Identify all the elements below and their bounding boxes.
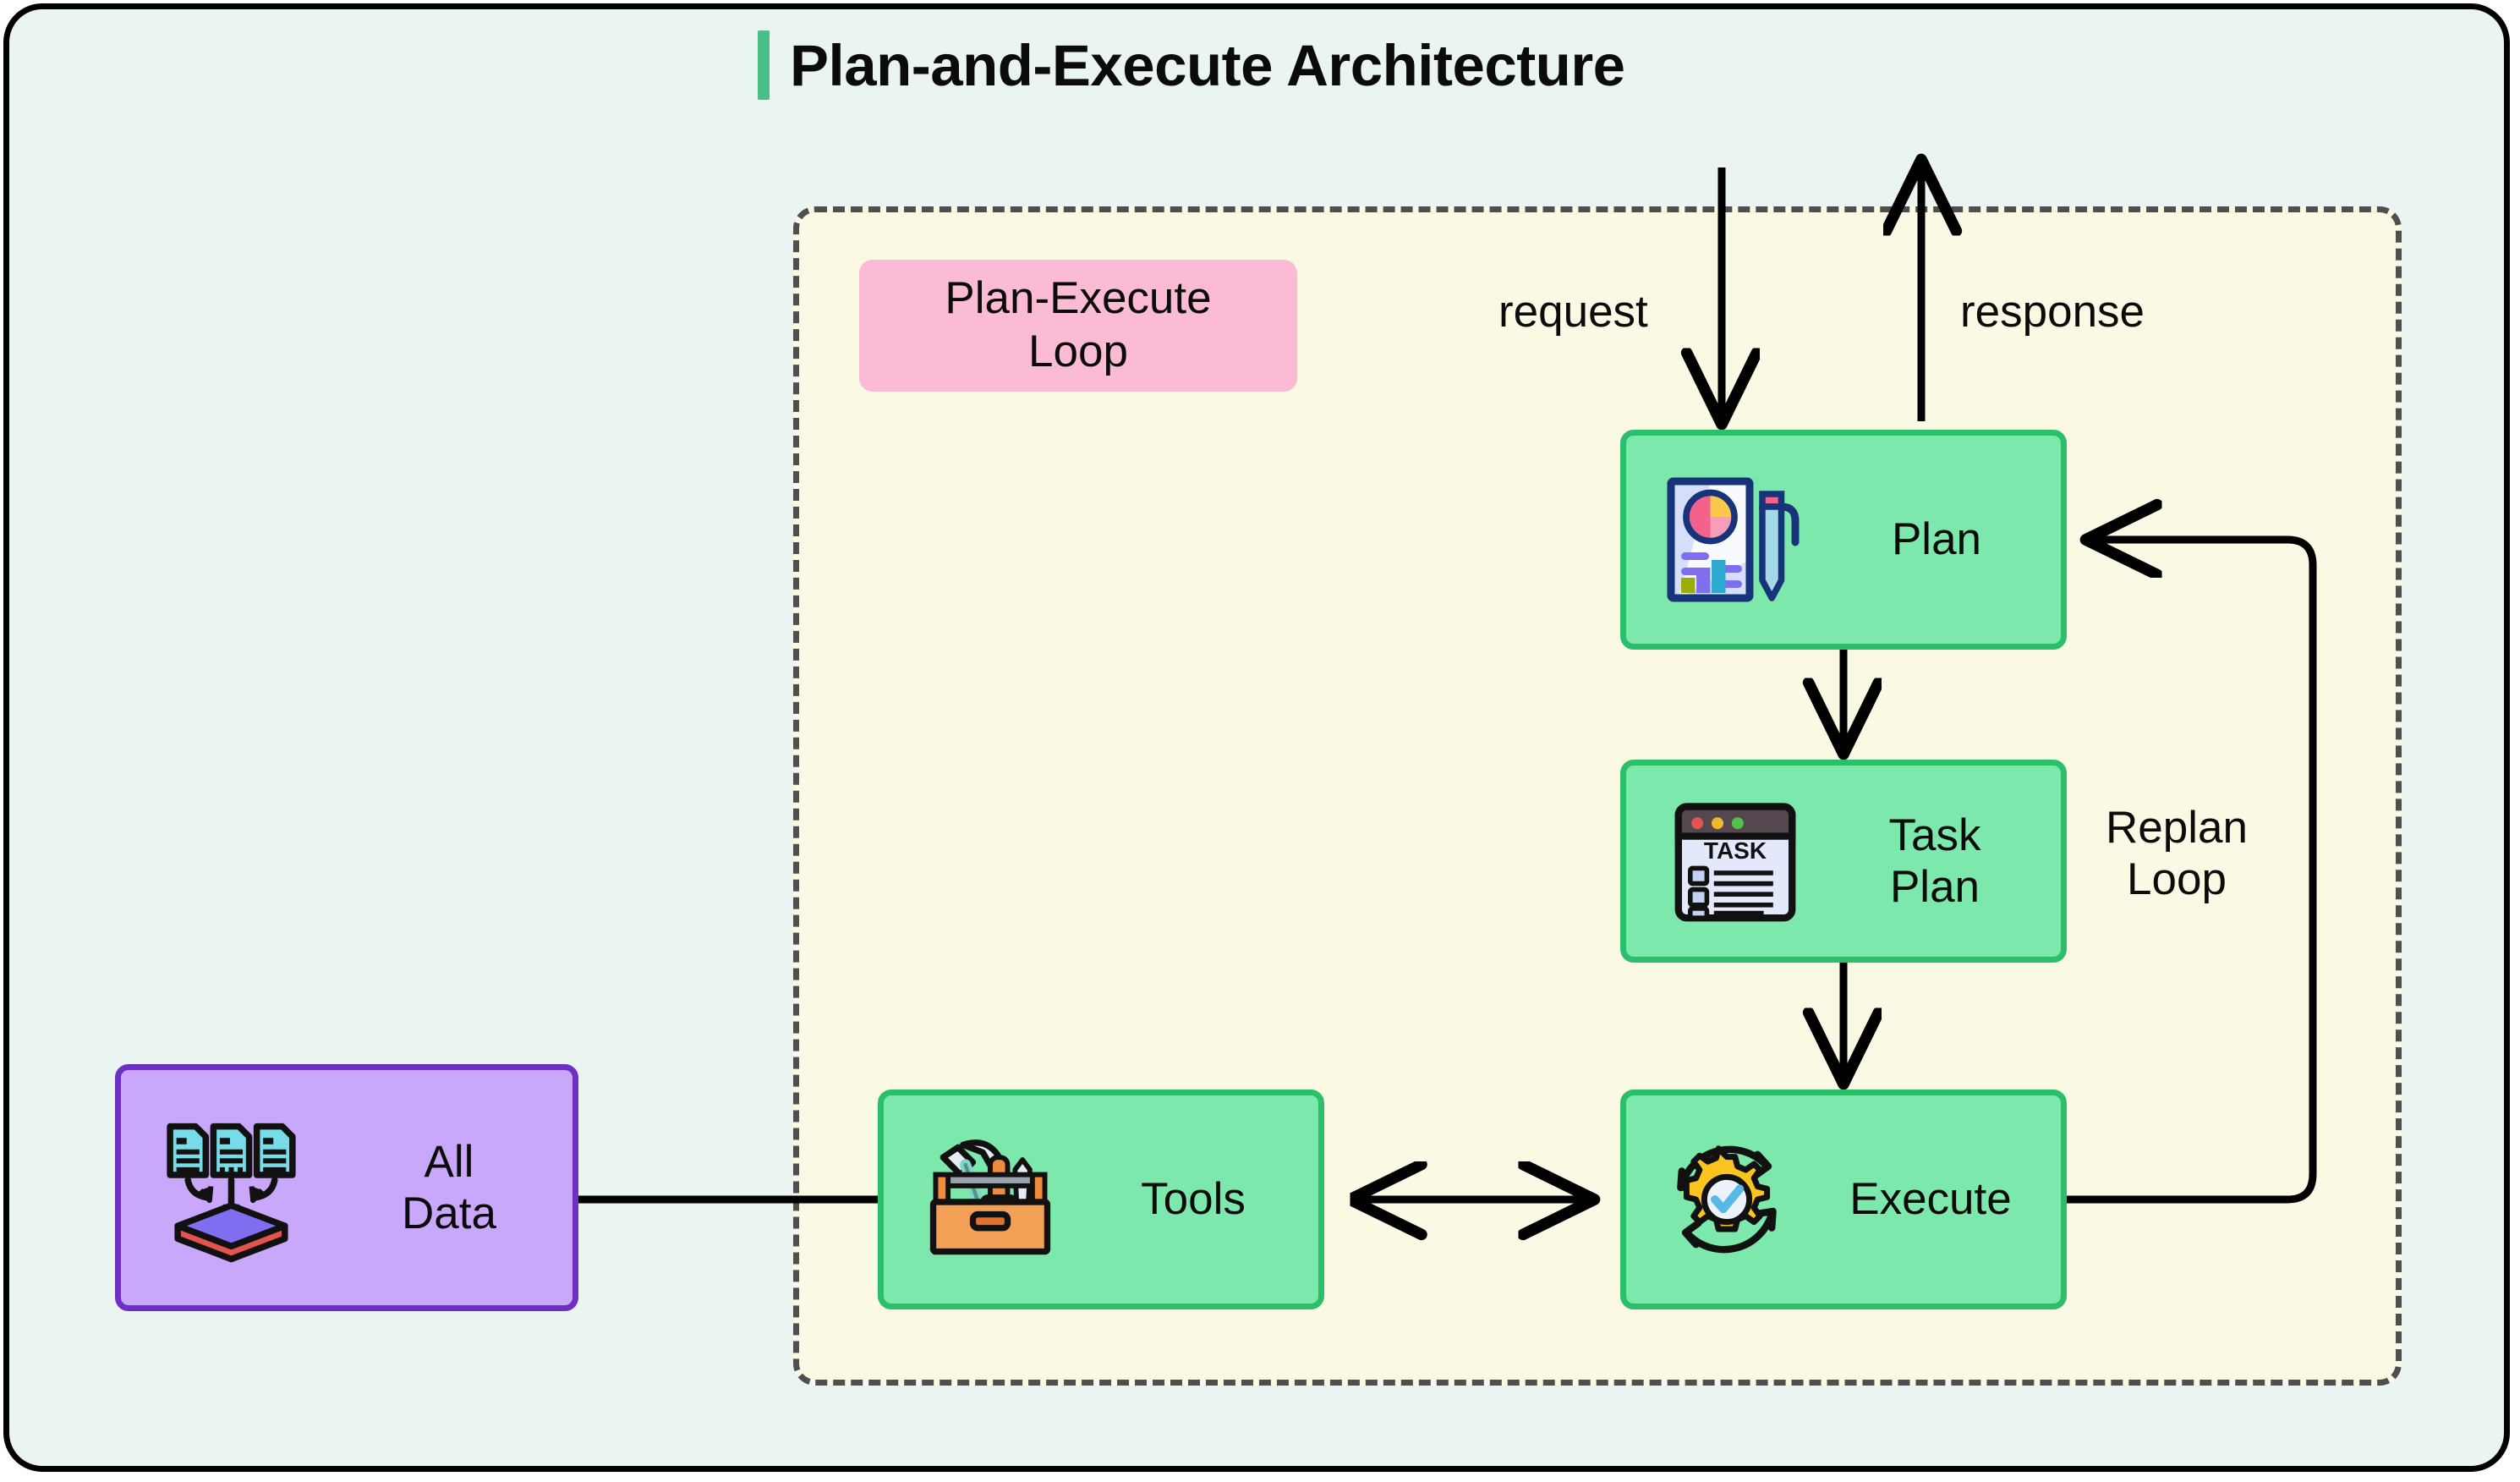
title-accent-bar xyxy=(758,30,770,100)
plan-execute-loop-label-text: Plan-Execute Loop xyxy=(945,273,1212,376)
node-all-data[interactable]: All Data xyxy=(115,1064,578,1311)
edge-label-response: response xyxy=(1960,287,2145,337)
node-task-plan[interactable]: TASK Task Plan xyxy=(1620,760,2067,963)
page-title: Plan-and-Execute Architecture xyxy=(758,30,1625,100)
document-chart-pen-icon xyxy=(1650,464,1819,616)
node-plan-label: Plan xyxy=(1891,514,1982,565)
node-plan[interactable]: Plan xyxy=(1620,430,2067,650)
node-execute[interactable]: Execute xyxy=(1620,1090,2067,1309)
node-task-plan-label: Task Plan xyxy=(1888,810,1981,912)
page-title-text: Plan-and-Execute Architecture xyxy=(790,32,1625,98)
edge-label-request: request xyxy=(1498,287,1648,337)
plan-execute-loop-label: Plan-Execute Loop xyxy=(859,260,1297,392)
node-tools-label: Tools xyxy=(1141,1174,1246,1225)
node-execute-label: Execute xyxy=(1849,1174,2012,1225)
edge-label-replan-loop: Replan Loop xyxy=(2106,803,2248,905)
task-checklist-window-icon: TASK xyxy=(1655,790,1816,932)
toolbox-icon xyxy=(906,1125,1075,1274)
node-tools[interactable]: Tools xyxy=(878,1090,1324,1309)
gear-check-refresh-icon xyxy=(1646,1128,1807,1271)
task-icon-text: TASK xyxy=(1704,837,1767,864)
node-all-data-label: All Data xyxy=(402,1136,496,1238)
documents-to-datastore-icon xyxy=(138,1105,332,1271)
